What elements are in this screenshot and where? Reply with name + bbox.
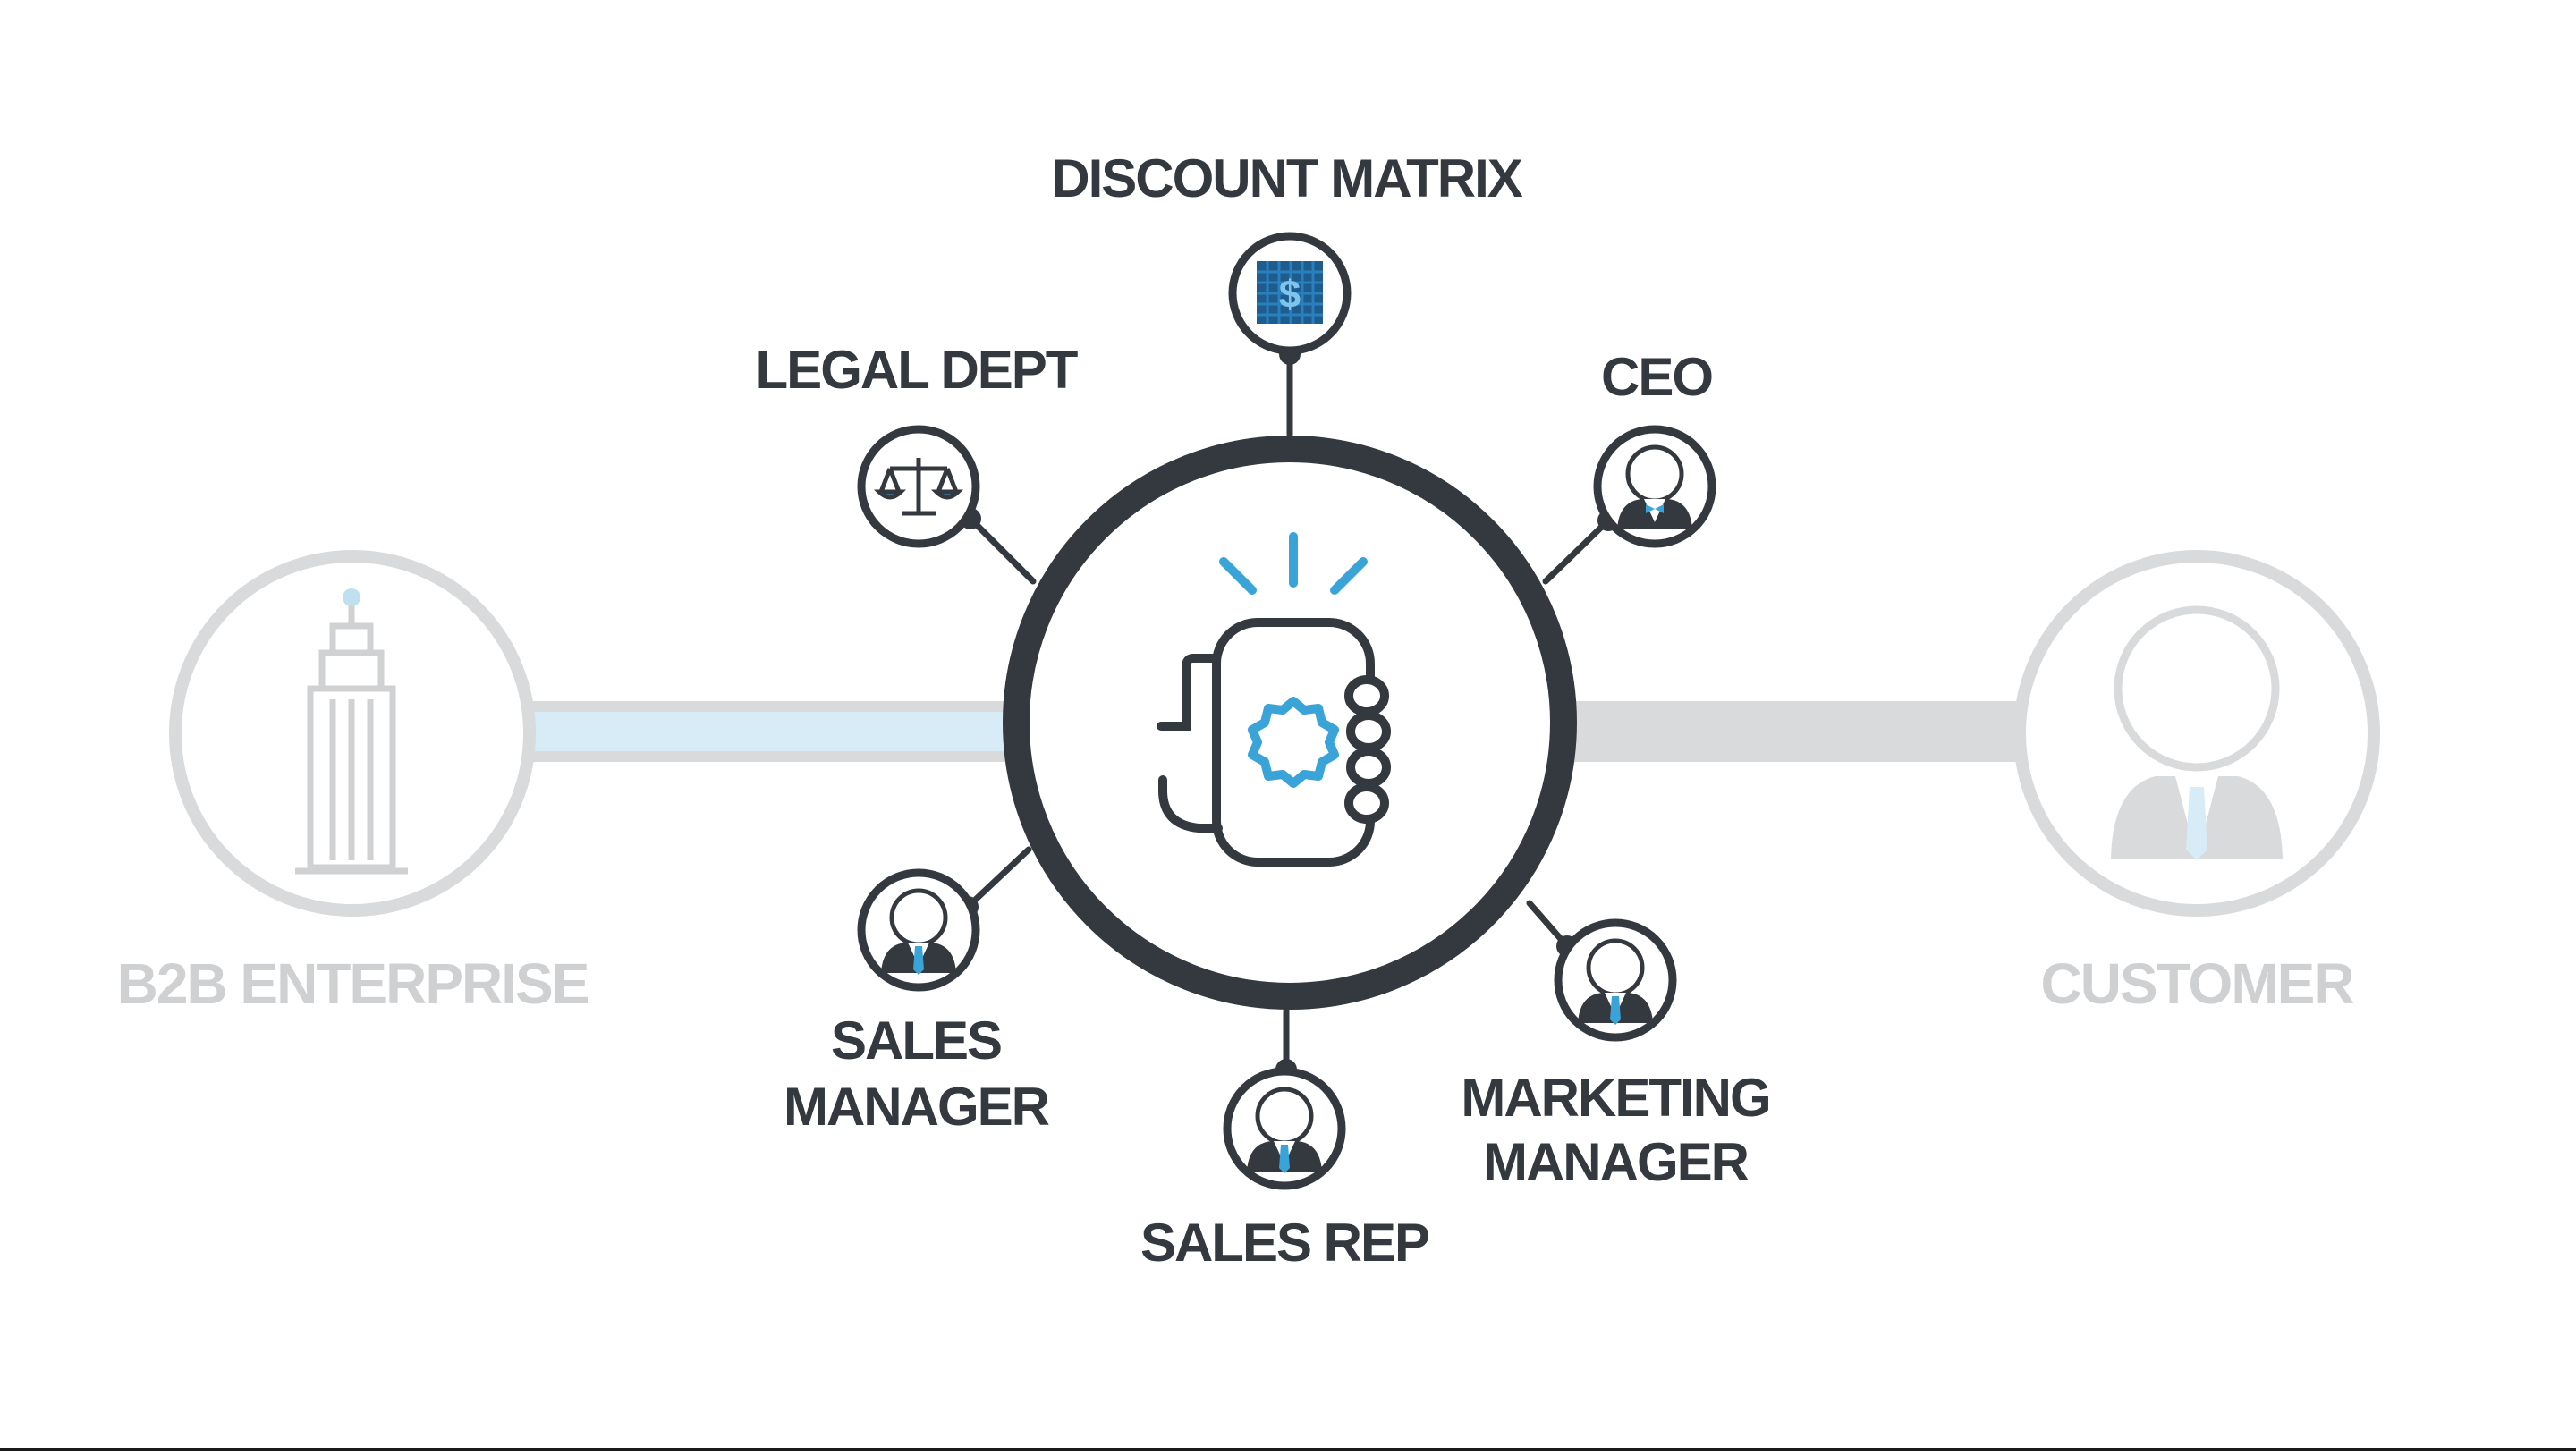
- person-tie-icon: [881, 891, 956, 975]
- ceo-node: [1593, 425, 1716, 548]
- person-bowtie-icon: [1617, 447, 1692, 529]
- person-tie-icon: [1247, 1089, 1322, 1173]
- right-connector: [1556, 701, 2039, 762]
- hand-holding-phone-icon: [1157, 532, 1391, 867]
- b2b-enterprise-label: B2B ENTERPRISE: [117, 952, 589, 1016]
- sales-rep-label: SALES REP: [1140, 1213, 1428, 1273]
- customer-label: CUSTOMER: [2040, 952, 2353, 1016]
- marketing-manager-node: [1554, 918, 1677, 1042]
- legal-dept-label: LEGAL DEPT: [756, 340, 1078, 400]
- sales-manager-node: [857, 868, 980, 992]
- customer-node: [2013, 550, 2380, 917]
- signal-rays-icon: [1219, 532, 1368, 595]
- b2b-enterprise-node: [169, 550, 536, 917]
- discount-matrix-label: DISCOUNT MATRIX: [1051, 148, 1523, 208]
- ceo-label: CEO: [1601, 347, 1712, 407]
- dollar-grid-icon: $: [1257, 261, 1323, 324]
- bottom-divider: [0, 1448, 2576, 1451]
- sales-manager-label-line1: SALES: [831, 1011, 1001, 1070]
- person-tie-icon: [1578, 941, 1653, 1025]
- central-hub: [1003, 436, 1577, 1010]
- svg-text:$: $: [1279, 273, 1301, 317]
- sales-manager-label-line2: MANAGER: [784, 1077, 1050, 1137]
- left-connector: [528, 701, 1029, 762]
- marketing-manager-label-line1: MARKETING: [1461, 1068, 1769, 1128]
- discount-matrix-node: $: [1228, 232, 1352, 355]
- scales-of-justice-icon: [873, 458, 964, 516]
- skyscraper-icon: [295, 601, 408, 875]
- sales-rep-node: [1223, 1067, 1346, 1190]
- badge-icon: [1248, 697, 1339, 788]
- businessman-icon: [2111, 605, 2283, 860]
- marketing-manager-label-line2: MANAGER: [1483, 1132, 1750, 1192]
- antenna-light-icon: [343, 588, 360, 606]
- legal-dept-node: [857, 425, 980, 548]
